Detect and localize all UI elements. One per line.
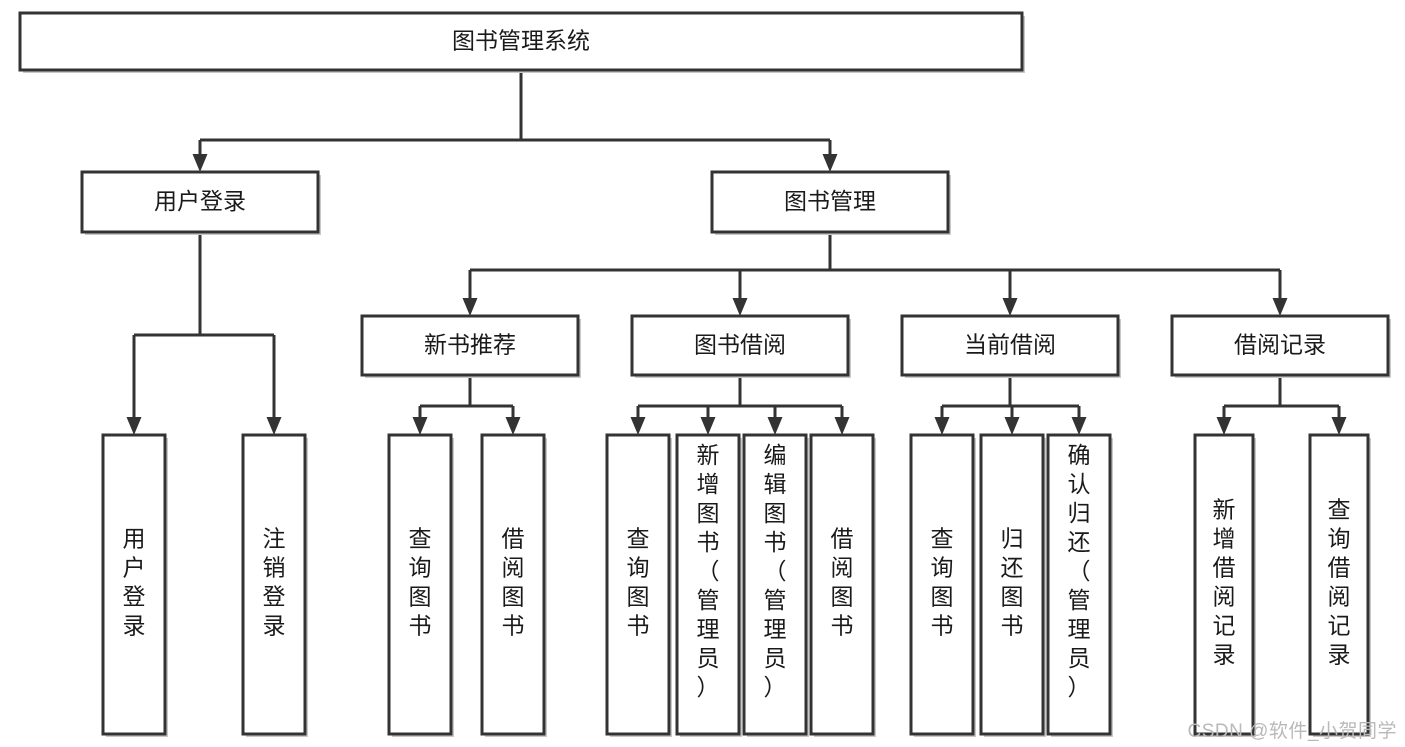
node-label: 借阅图书: [831, 526, 854, 639]
node-label: 图书管理: [784, 188, 876, 214]
node-book-manage[interactable]: 图书管理: [710, 170, 951, 235]
arrow-head: [1071, 417, 1087, 435]
arrow-head: [732, 298, 748, 316]
node-label: 编辑图书（管理员）: [764, 442, 787, 700]
node-label: 确认归还（管理员）: [1068, 442, 1091, 700]
node-leaf-query-book-1[interactable]: 查询图书: [387, 433, 454, 737]
arrow-head: [822, 154, 838, 172]
node-rect[interactable]: [101, 433, 167, 736]
node-label: 用户登录: [123, 526, 146, 639]
node-borrow-record[interactable]: 借阅记录: [1170, 314, 1391, 378]
node-layer: 图书管理系统用户登录图书管理新书推荐图书借阅当前借阅借阅记录用户登录注销登录查询…: [18, 11, 1391, 737]
node-leaf-borrow-book-2[interactable]: 借阅图书: [809, 433, 876, 737]
connector-layer: [126, 70, 1347, 435]
node-rect[interactable]: [900, 314, 1120, 377]
node-rect[interactable]: [480, 433, 546, 736]
arrow-head: [266, 417, 282, 435]
arrow-head: [505, 417, 521, 435]
node-leaf-edit-book-admin[interactable]: 编辑图书（管理员）: [742, 433, 809, 737]
node-leaf-borrow-book-1[interactable]: 借阅图书: [480, 433, 547, 737]
node-rect[interactable]: [241, 433, 307, 736]
node-book-borrow[interactable]: 图书借阅: [630, 314, 851, 378]
node-rect[interactable]: [742, 433, 808, 736]
node-label: 新增图书（管理员）: [697, 442, 720, 700]
node-label: 查询借阅记录: [1328, 497, 1351, 668]
node-current-borrow[interactable]: 当前借阅: [900, 314, 1121, 378]
node-rect[interactable]: [387, 433, 453, 736]
node-rect[interactable]: [18, 11, 1024, 72]
node-leaf-query-book-3[interactable]: 查询图书: [909, 433, 976, 737]
node-leaf-logout[interactable]: 注销登录: [241, 433, 308, 737]
arrow-head: [192, 154, 208, 172]
node-leaf-confirm-return-admin[interactable]: 确认归还（管理员）: [1046, 433, 1113, 737]
node-rect[interactable]: [909, 433, 975, 736]
arrow-head: [462, 298, 478, 316]
node-label: 查询图书: [931, 526, 954, 639]
node-label: 查询图书: [409, 526, 432, 639]
node-leaf-add-borrow-record[interactable]: 新增借阅记录: [1193, 433, 1256, 737]
node-label: 查询图书: [627, 526, 650, 639]
arrow-head: [1004, 417, 1020, 435]
node-label: 借阅图书: [502, 526, 525, 639]
node-label: 新增借阅记录: [1213, 497, 1236, 668]
node-rect[interactable]: [809, 433, 875, 736]
arrow-head: [700, 417, 716, 435]
node-rect[interactable]: [979, 433, 1045, 736]
arrow-head: [126, 417, 142, 435]
arrow-head: [934, 417, 950, 435]
node-leaf-user-login[interactable]: 用户登录: [101, 433, 168, 737]
arrow-head: [834, 417, 850, 435]
node-rect[interactable]: [1170, 314, 1390, 377]
node-rect[interactable]: [605, 433, 671, 736]
node-rect[interactable]: [80, 170, 320, 234]
node-label: 新书推荐: [424, 332, 516, 358]
node-label: 注销登录: [263, 526, 286, 639]
node-leaf-query-book-2[interactable]: 查询图书: [605, 433, 672, 737]
node-label: 归还图书: [1001, 526, 1024, 639]
arrow-head: [630, 417, 646, 435]
node-root[interactable]: 图书管理系统: [18, 11, 1025, 73]
node-rect[interactable]: [710, 170, 950, 234]
node-rect[interactable]: [1193, 433, 1255, 736]
arrow-head: [412, 417, 428, 435]
node-rect[interactable]: [1046, 433, 1112, 736]
node-label: 借阅记录: [1234, 332, 1326, 358]
node-leaf-query-borrow-record[interactable]: 查询借阅记录: [1308, 433, 1371, 737]
node-label: 当前借阅: [964, 332, 1056, 358]
arrow-head: [767, 417, 783, 435]
node-leaf-add-book-admin[interactable]: 新增图书（管理员）: [675, 433, 742, 737]
node-label: 图书管理系统: [452, 28, 590, 54]
arrow-head: [1272, 298, 1288, 316]
node-rect[interactable]: [630, 314, 850, 377]
node-rect[interactable]: [360, 314, 580, 377]
watermark-label: CSDN @软件_小贺同学: [1187, 721, 1397, 742]
node-rect[interactable]: [1308, 433, 1370, 736]
arrow-head: [1331, 417, 1347, 435]
node-label: 用户登录: [154, 188, 246, 214]
node-leaf-return-book[interactable]: 归还图书: [979, 433, 1046, 737]
arrow-head: [1002, 298, 1018, 316]
node-rect[interactable]: [675, 433, 741, 736]
node-user-login[interactable]: 用户登录: [80, 170, 321, 235]
node-new-book-recommend[interactable]: 新书推荐: [360, 314, 581, 378]
node-label: 图书借阅: [694, 332, 786, 358]
arrow-head: [1216, 417, 1232, 435]
